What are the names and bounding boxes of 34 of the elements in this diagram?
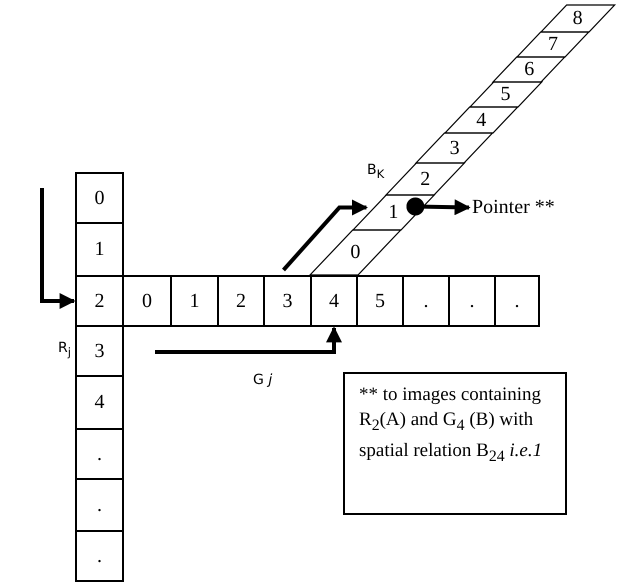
note-box: ** to images containing R$_{2}$(A) and G$_{4}$ (B) with spatial relation B$_{24}$ i.e.1 — [343, 372, 567, 515]
array-cell: . — [75, 428, 124, 480]
axis-label: B$_{K}$ — [367, 162, 384, 181]
array-cell: 1 — [75, 222, 124, 277]
array-cell: 2 — [386, 163, 464, 195]
array-cell: . — [448, 275, 496, 327]
pointer-text: Pointer ** — [472, 196, 555, 219]
array-cell: . — [494, 275, 540, 327]
array-cell: 1 — [352, 195, 434, 230]
array-cell: 3 — [416, 133, 493, 163]
array-cell: 5 — [356, 275, 404, 327]
array-cell: 3 — [263, 275, 312, 327]
array-cell: 1 — [170, 275, 219, 327]
array-cell: . — [402, 275, 450, 327]
array-cell: 0 — [75, 172, 124, 224]
array-cell: 4 — [310, 275, 358, 327]
axis-label: G j — [253, 372, 272, 388]
array-cell: 5 — [470, 82, 542, 107]
array-cell: . — [75, 478, 124, 532]
arrow — [282, 200, 368, 272]
array-cell: 4 — [75, 375, 124, 430]
array-cell: 7 — [517, 32, 589, 57]
array-cell: 0 — [310, 230, 401, 275]
array-cell: 2 — [217, 275, 265, 327]
array-cell: 4 — [444, 107, 518, 133]
arrow — [406, 198, 471, 216]
array-cell: . — [75, 530, 124, 582]
arrow — [40, 188, 76, 309]
array-cell: 8 — [540, 5, 614, 32]
axis-label: R$_{j}$ — [58, 340, 71, 359]
array-cell: 3 — [75, 325, 124, 377]
array-cell: 0 — [122, 275, 172, 327]
arrow — [155, 326, 342, 354]
array-cell: 6 — [493, 57, 566, 82]
